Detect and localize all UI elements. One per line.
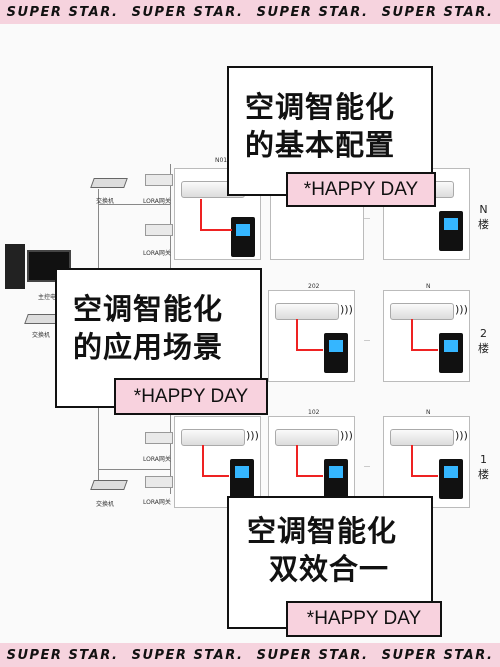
panel-screen <box>444 218 458 230</box>
floor-unit: 楼 <box>478 342 489 355</box>
banner-text: SUPER STAR. <box>131 4 244 20</box>
wire <box>202 445 204 475</box>
ac-unit: ))) <box>268 416 355 508</box>
banner-text: SUPER STAR. <box>381 647 494 663</box>
floor-number: 2 <box>480 327 487 340</box>
floor-label-1: 1 楼 <box>478 452 489 482</box>
floor-label-2: 2 楼 <box>478 326 489 356</box>
gateway-label: LORA网关 <box>143 499 171 506</box>
happy-day-tag: *HAPPY DAY <box>114 378 268 415</box>
callout-line: 空调智能化 <box>73 292 224 326</box>
ac-unit: ))) <box>383 416 470 508</box>
panel-screen <box>236 224 250 236</box>
wire <box>202 475 229 477</box>
pc-tower-icon <box>5 244 25 289</box>
control-panel-icon <box>439 211 463 251</box>
wire <box>296 475 323 477</box>
banner-text: SUPER STAR. <box>6 647 119 663</box>
unit-label: 202 <box>308 283 320 290</box>
switch-device <box>90 480 128 490</box>
control-panel-icon <box>230 459 254 499</box>
wire <box>200 229 232 231</box>
floor-number: 1 <box>480 453 487 466</box>
panel-screen <box>444 466 458 478</box>
wifi-signal-icon: ))) <box>340 303 353 316</box>
gateway-device <box>145 224 173 236</box>
gateway-label: LORA网关 <box>143 250 171 257</box>
link-line <box>98 469 170 470</box>
control-panel-icon <box>231 217 255 257</box>
control-panel-icon <box>439 459 463 499</box>
wire <box>411 349 438 351</box>
switch-label: 交换机 <box>32 332 51 339</box>
switch-label: 交换机 <box>96 198 115 205</box>
air-conditioner-icon <box>181 429 245 446</box>
panel-screen <box>235 466 249 478</box>
bottom-banner: SUPER STAR. SUPER STAR. SUPER STAR. SUPE… <box>0 643 500 667</box>
floor-unit: 楼 <box>478 218 489 231</box>
control-panel-icon <box>439 333 463 373</box>
control-panel-icon <box>324 459 348 499</box>
gateway-device <box>145 476 173 488</box>
wire <box>411 475 438 477</box>
floor-number: N <box>479 203 488 216</box>
ac-unit: ))) <box>383 290 470 382</box>
unit-label: N01 <box>215 157 228 164</box>
wire <box>296 445 298 475</box>
wire <box>411 445 413 475</box>
air-conditioner-icon <box>390 303 454 320</box>
gateway-label: LORA网关 <box>143 198 171 205</box>
top-banner: SUPER STAR. SUPER STAR. SUPER STAR. SUPE… <box>0 0 500 24</box>
panel-screen <box>329 340 343 352</box>
air-conditioner-icon <box>390 429 454 446</box>
gateway-device <box>145 432 173 444</box>
air-conditioner-icon <box>275 303 339 320</box>
unit-label: N <box>426 409 431 416</box>
banner-text: SUPER STAR. <box>131 647 244 663</box>
happy-day-tag: *HAPPY DAY <box>286 601 442 637</box>
floor-label-n: N 楼 <box>478 202 489 232</box>
ellipsis: … <box>364 336 370 343</box>
happy-day-tag: *HAPPY DAY <box>286 172 436 207</box>
unit-label: N <box>426 283 431 290</box>
gateway-device <box>145 174 173 186</box>
banner-text: SUPER STAR. <box>256 4 369 20</box>
wire <box>200 199 202 229</box>
wire <box>411 319 413 349</box>
floor-unit: 楼 <box>478 468 489 481</box>
air-conditioner-icon <box>275 429 339 446</box>
callout-line: 的应用场景 <box>73 330 224 364</box>
ellipsis: … <box>364 214 370 221</box>
wire <box>296 319 298 349</box>
wifi-signal-icon: ))) <box>455 303 468 316</box>
ellipsis: … <box>364 462 370 469</box>
callout-line: 空调智能化 <box>247 514 398 548</box>
switch-label: 交换机 <box>96 501 115 508</box>
callout-line: 空调智能化 <box>245 90 396 124</box>
banner-text: SUPER STAR. <box>256 647 369 663</box>
host-label: 主控电脑 <box>38 294 63 301</box>
wifi-signal-icon: ))) <box>246 429 259 442</box>
link-line <box>98 204 170 205</box>
control-panel-icon <box>324 333 348 373</box>
banner-text: SUPER STAR. <box>381 4 494 20</box>
panel-screen <box>444 340 458 352</box>
wifi-signal-icon: ))) <box>340 429 353 442</box>
callout-line: 双效合一 <box>269 552 390 586</box>
panel-screen <box>329 466 343 478</box>
wifi-signal-icon: ))) <box>455 429 468 442</box>
callout-line: 的基本配置 <box>245 128 396 162</box>
gateway-label: LORA网关 <box>143 456 171 463</box>
ac-unit: ))) <box>268 290 355 382</box>
switch-device <box>90 178 128 188</box>
banner-text: SUPER STAR. <box>6 4 119 20</box>
ac-unit: ))) <box>174 416 261 508</box>
wire <box>296 349 323 351</box>
unit-label: 102 <box>308 409 320 416</box>
